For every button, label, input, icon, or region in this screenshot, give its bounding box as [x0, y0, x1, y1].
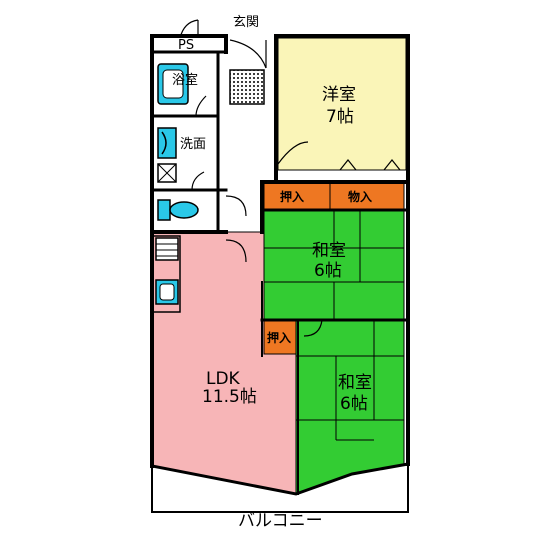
- balcony-outline: [151, 464, 409, 513]
- washroom-label: 洗面: [180, 137, 206, 152]
- fixtures: [151, 63, 265, 313]
- entrance-floor-icon: [229, 69, 265, 105]
- ps-label: PS: [178, 38, 194, 53]
- balcony-label: バルコニー: [238, 511, 323, 531]
- oshiire-mid-label: 押入: [267, 330, 291, 345]
- western-room-name: 洋室: [322, 85, 356, 105]
- japanese-room-2-name: 和室: [338, 373, 372, 393]
- japanese-room-1-size: 6帖: [314, 261, 342, 281]
- japanese-room-2-size: 6帖: [340, 394, 368, 414]
- ldk-size: 11.5帖: [202, 387, 257, 407]
- washbasin-icon: [157, 127, 177, 159]
- japanese-room-1-name: 和室: [312, 241, 346, 261]
- oshiire-top-label: 押入: [280, 189, 304, 204]
- western-room-floor: [277, 37, 407, 171]
- kitchen-counter: [151, 235, 181, 313]
- ldk-name: LDK: [206, 369, 241, 389]
- entrance-label: 玄関: [233, 15, 259, 30]
- oshiire-mid-fill: [263, 319, 297, 355]
- monoire-label: 物入: [348, 189, 372, 204]
- toilet-icon: [157, 199, 171, 221]
- bath-label: 浴室: [172, 72, 198, 88]
- monoire-fill: [329, 181, 405, 211]
- labels: 玄関 PS 浴室 洗面 洋室 7帖 押入 物入 和室 6帖 押入 和室 6帖 L…: [172, 15, 372, 531]
- tatami-lines: [264, 210, 404, 441]
- room-fills: [151, 37, 407, 495]
- stove-icon: [155, 237, 179, 261]
- door-swings: [179, 19, 401, 337]
- western-room-size: 7帖: [326, 107, 354, 127]
